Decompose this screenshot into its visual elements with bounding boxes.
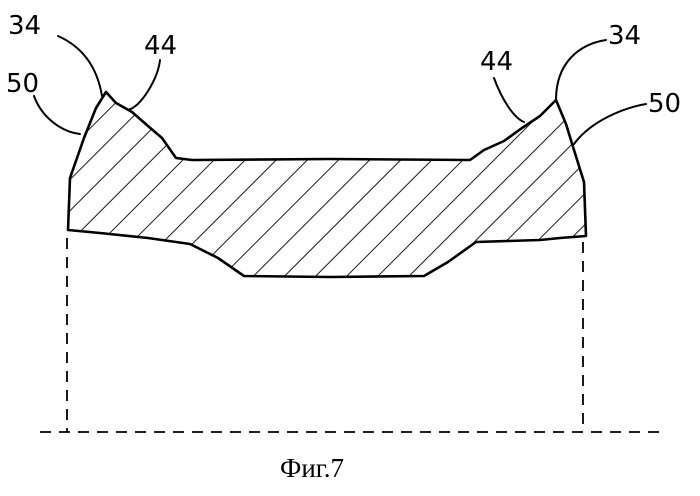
ref-label-right-44: 44 bbox=[480, 47, 513, 77]
ref-label-right-50: 50 bbox=[648, 89, 681, 119]
leader-line-right-44 bbox=[494, 78, 524, 122]
ref-label-left-44: 44 bbox=[144, 31, 177, 61]
leader-line-left-50 bbox=[34, 96, 80, 134]
ref-label-right-34: 34 bbox=[608, 21, 641, 51]
ref-label-left-34: 34 bbox=[8, 11, 41, 41]
leader-line-right-50 bbox=[574, 104, 646, 144]
hatched-cross-section bbox=[68, 92, 586, 277]
ref-label-left-50: 50 bbox=[6, 69, 39, 99]
leader-line-left-44 bbox=[128, 60, 160, 110]
leader-line-left-34 bbox=[58, 36, 102, 96]
figure-caption: Фиг.7 bbox=[280, 453, 344, 483]
leader-line-right-34 bbox=[556, 40, 606, 100]
